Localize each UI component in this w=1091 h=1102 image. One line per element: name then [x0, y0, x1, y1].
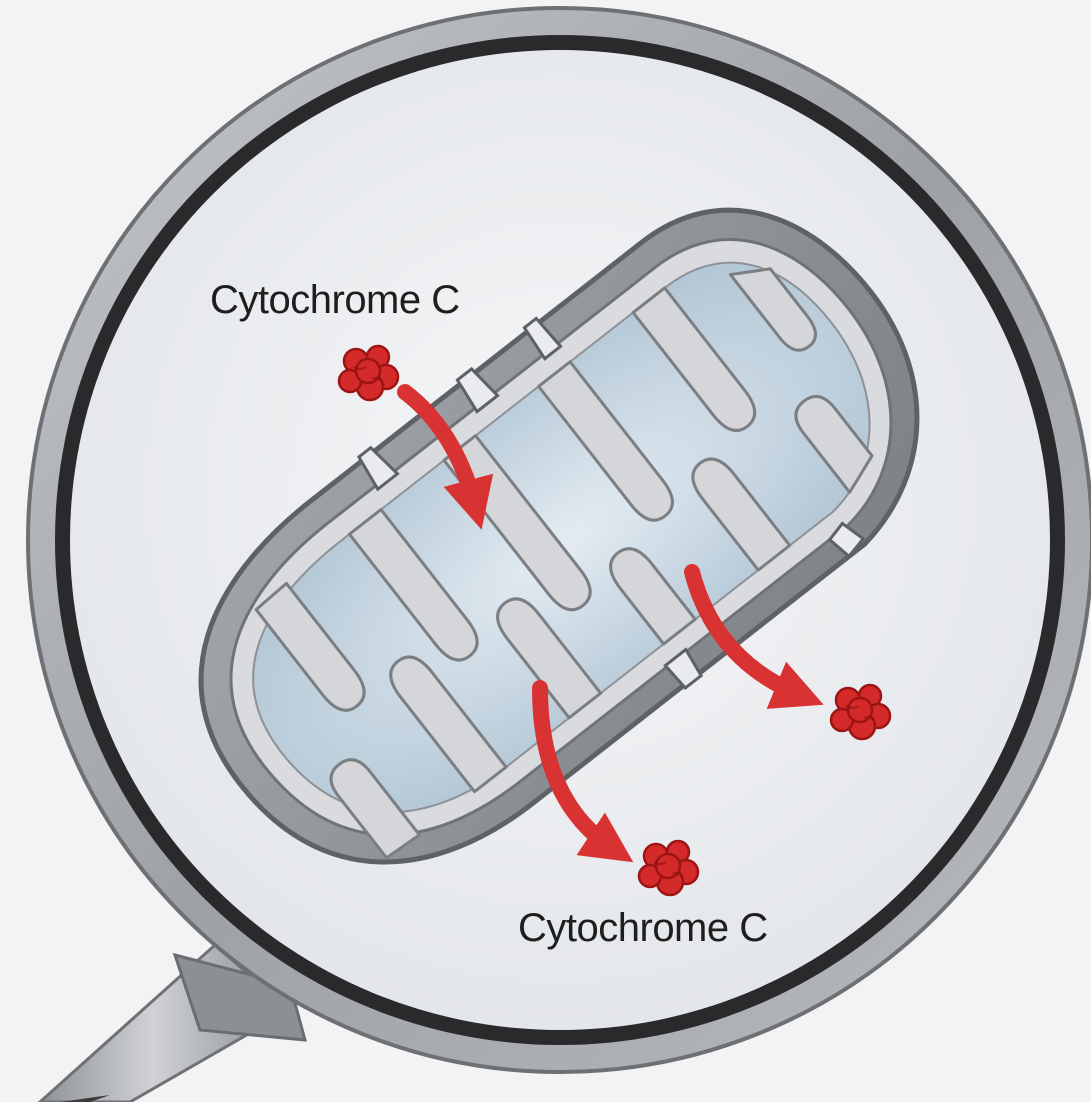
label-cytochrome-c-bottom: Cytochrome C — [518, 906, 768, 951]
label-cytochrome-c-top: Cytochrome C — [210, 278, 460, 323]
